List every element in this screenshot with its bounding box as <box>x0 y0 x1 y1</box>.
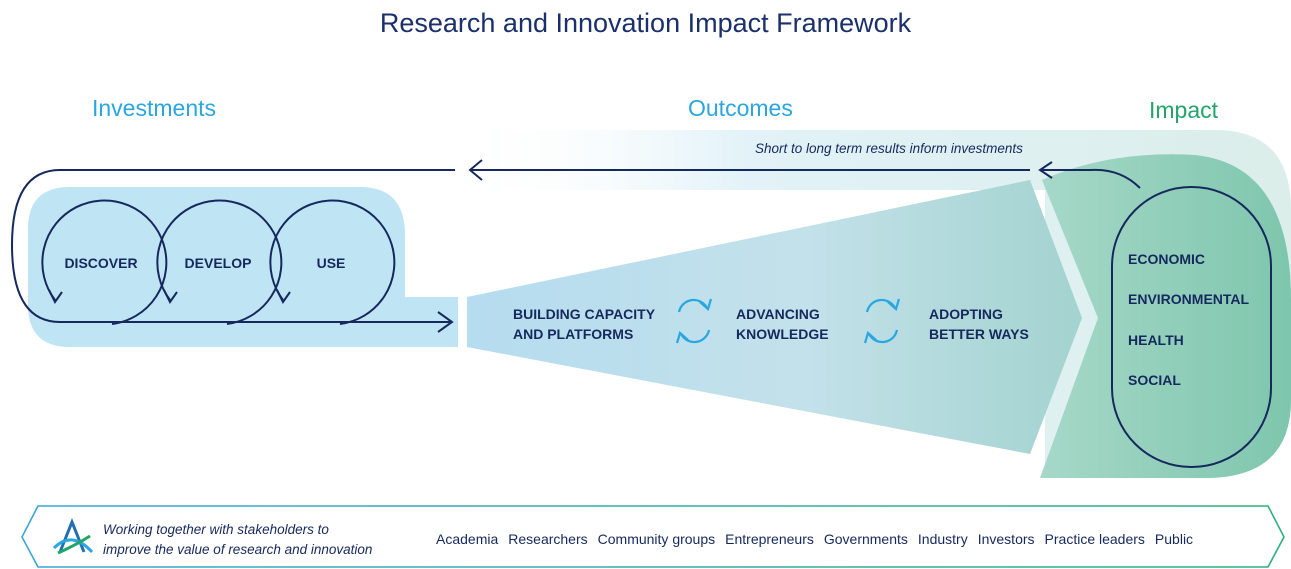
stakeholder-practice-leaders: Practice leaders <box>1044 531 1145 547</box>
feedback-arrow <box>1040 168 1141 189</box>
feedback-loop-line <box>10 169 455 323</box>
discover-loop <box>41 199 168 325</box>
stakeholder-statement-line: Working together with stakeholders to <box>103 522 329 537</box>
stakeholder-logo-icon <box>52 517 94 555</box>
stage-use: USE <box>316 255 346 271</box>
outcome-building-capacity: BUILDING CAPACITY AND PLATFORMS <box>513 304 673 344</box>
stakeholder-statement-line: improve the value of research and innova… <box>103 542 373 557</box>
feedback-arrowhead <box>468 159 483 181</box>
impact-panel <box>1040 154 1291 478</box>
outcome-line: BUILDING CAPACITY <box>513 306 656 322</box>
cycle-icon <box>675 298 713 344</box>
investments-out-arrowhead <box>437 311 454 333</box>
stage-develop: DEVELOP <box>184 255 252 271</box>
section-outcomes: Outcomes <box>688 95 793 121</box>
page-title: Research and Innovation Impact Framework <box>379 8 912 38</box>
develop-loop <box>156 199 283 325</box>
cycle-icon <box>863 298 901 344</box>
outcome-line: AND PLATFORMS <box>513 326 634 342</box>
stakeholder-governments: Governments <box>823 531 908 547</box>
impact-oval <box>1111 186 1272 468</box>
stakeholder-band <box>21 505 1285 568</box>
outcome-advancing-knowledge: ADVANCING KNOWLEDGE <box>736 304 896 344</box>
stage-discover: DISCOVER <box>64 255 138 271</box>
use-loop <box>269 199 396 325</box>
impact-economic: ECONOMIC <box>1128 251 1205 267</box>
impact-health: HEALTH <box>1128 332 1184 348</box>
outcome-line: ADOPTING <box>929 306 1003 322</box>
outcome-adopting-better-ways: ADOPTING BETTER WAYS <box>929 304 1089 344</box>
outcome-line: KNOWLEDGE <box>736 326 829 342</box>
investments-panel <box>28 187 458 347</box>
outcome-line: BETTER WAYS <box>929 326 1029 342</box>
feedback-note: Short to long term results inform invest… <box>755 141 1023 156</box>
stakeholder-public: Public <box>1154 531 1194 547</box>
stakeholder-statement: Working together with stakeholders to im… <box>103 520 372 560</box>
impact-social: SOCIAL <box>1128 372 1181 388</box>
stakeholder-investors: Investors <box>977 531 1035 547</box>
stakeholder-list: Academia Researchers Community groups En… <box>436 531 1193 547</box>
section-investments: Investments <box>92 95 216 121</box>
impact-environmental: ENVIRONMENTAL <box>1128 291 1250 307</box>
stakeholder-academia: Academia <box>436 531 499 547</box>
stakeholder-researchers: Researchers <box>508 531 588 547</box>
outcome-line: ADVANCING <box>736 306 820 322</box>
outcomes-funnel <box>467 180 1082 454</box>
stakeholder-industry: Industry <box>917 531 968 547</box>
stakeholder-community-groups: Community groups <box>597 531 716 547</box>
stakeholder-entrepreneurs: Entrepreneurs <box>725 531 814 547</box>
stage-loops <box>41 199 396 325</box>
section-impact: Impact <box>1149 97 1219 123</box>
